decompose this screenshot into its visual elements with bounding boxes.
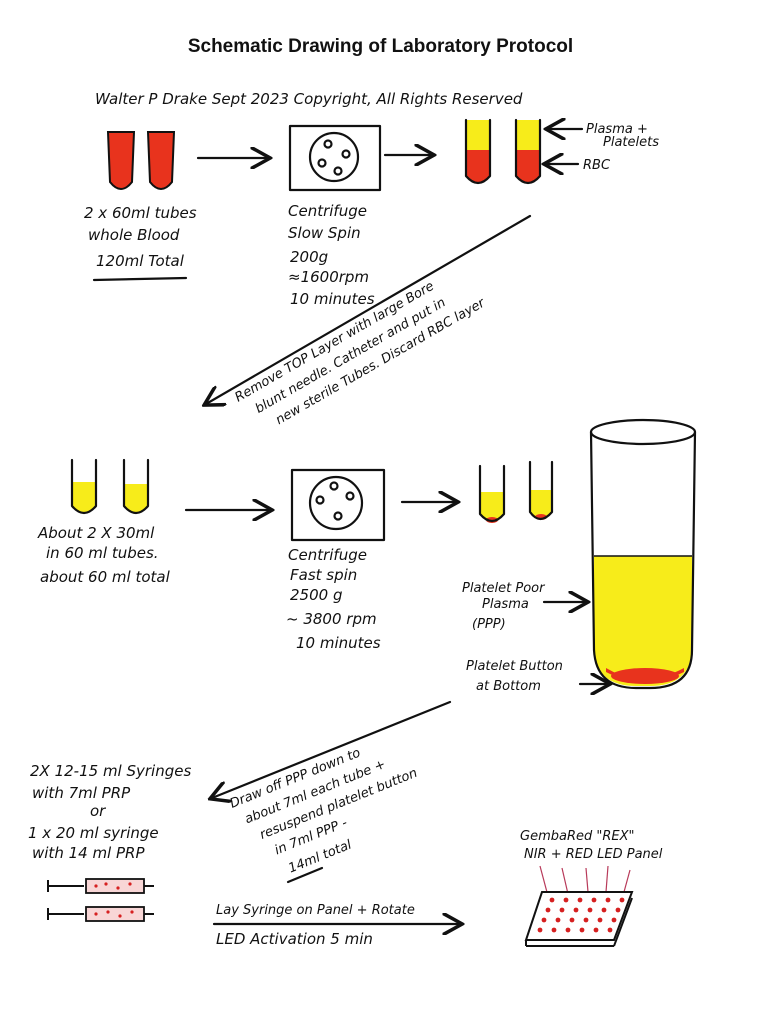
panel-line-2: NIR + RED LED Panel	[524, 847, 663, 862]
total-underline-2	[286, 866, 324, 884]
label-ppp-2: Plasma	[482, 597, 529, 612]
transfer-1-note: Remove TOP Layer with large Bore blunt n…	[233, 279, 489, 428]
syringes-line-2: with 7ml PRP	[32, 784, 131, 802]
syringes-line-3: or	[90, 802, 106, 820]
plasma-tubes	[70, 458, 150, 515]
step2-tubes-line-1: About 2 X 30ml	[37, 524, 155, 542]
step2-centrifuge-line-1: Centrifuge	[288, 546, 367, 564]
author-line: Walter P Drake Sept 2023 Copyright, All …	[95, 90, 523, 108]
step1-centrifuge-line-1: Centrifuge	[288, 202, 367, 220]
syringes-line-1: 2X 12-15 ml Syringes	[30, 762, 191, 780]
step2-centrifuge-line-3: 2500 g	[290, 586, 342, 604]
syringe-1	[47, 878, 154, 894]
step1-centrifuge-line-5: 10 minutes	[290, 290, 375, 308]
step2-tubes-line-2: in 60 ml tubes.	[46, 544, 159, 562]
arrow-transfer-1	[206, 214, 532, 404]
whole-blood-tubes	[106, 131, 176, 190]
spun-tubes	[478, 460, 554, 523]
syringe-2	[47, 906, 154, 922]
step1-tubes-line-2: whole Blood	[88, 226, 180, 244]
label-button-1: Platelet Button	[466, 659, 563, 674]
step2-centrifuge-line-4: ~ 3800 rpm	[286, 610, 377, 628]
step1-centrifuge-line-2: Slow Spin	[288, 224, 361, 242]
transfer-2-note: Draw off PPP down to about 7ml each tube…	[228, 746, 420, 877]
page-title: Schematic Drawing of Laboratory Protocol	[187, 36, 574, 57]
label-platelets: Platelets	[603, 135, 659, 150]
step1-centrifuge-line-4: ≈1600rpm	[288, 268, 369, 286]
activation-line-2: LED Activation 5 min	[216, 930, 373, 948]
step2-centrifuge-line-2: Fast spin	[290, 566, 357, 584]
step2-tubes-line-3: about 60 ml total	[40, 568, 171, 586]
label-ppp-1: Platelet Poor	[462, 581, 546, 596]
centrifuge-1	[288, 124, 382, 192]
centrifuge-2	[290, 468, 386, 542]
step2-centrifuge-line-5: 10 minutes	[296, 634, 381, 652]
activation-line-1: Lay Syringe on Panel + Rotate	[216, 903, 415, 918]
step1-centrifuge-line-3: 200g	[290, 248, 328, 266]
syringes-line-4: 1 x 20 ml syringe	[28, 824, 159, 842]
step1-tubes-line-1: 2 x 60ml tubes	[84, 204, 197, 222]
separated-tubes-1	[464, 118, 542, 185]
arrow-transfer-2	[212, 700, 452, 798]
large-tube-ppp	[589, 418, 697, 690]
syringes-line-5: with 14 ml PRP	[32, 844, 145, 862]
label-rbc: RBC	[583, 158, 611, 173]
label-ppp-3: (PPP)	[472, 617, 506, 632]
transfer-1-line-2: blunt needle. Catheter and put in	[253, 295, 448, 417]
panel-line-1: GembaRed "REX"	[520, 829, 634, 844]
step1-tubes-line-3: 120ml Total	[96, 252, 185, 270]
label-plasma: Plasma +	[586, 122, 648, 137]
led-panel	[524, 865, 634, 947]
label-button-2: at Bottom	[476, 679, 541, 694]
total-underline-1	[92, 276, 188, 282]
